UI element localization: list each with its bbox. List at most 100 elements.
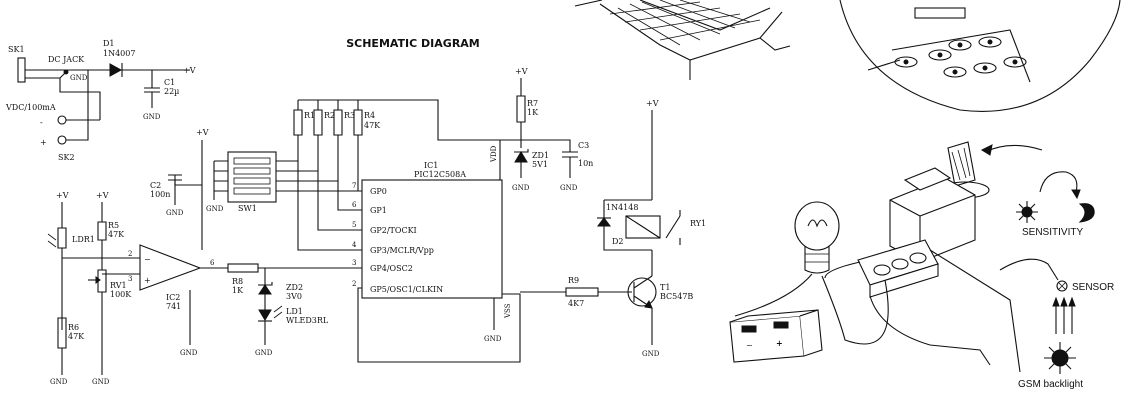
zd1-gnd: GND xyxy=(512,184,530,192)
light-arrows-icon xyxy=(1055,304,1073,334)
relay-coil-loop xyxy=(603,199,652,251)
r7-vplus: +V xyxy=(515,67,528,76)
r7-resistor xyxy=(516,78,526,148)
zd2-value: 3V0 xyxy=(286,292,302,301)
r5-vplus: +V xyxy=(96,191,109,200)
ic1-ref: IC1 xyxy=(424,161,438,170)
power-supply-section: SK1 DC JACK GND D1 1N4007 +V C1 22µ GND … xyxy=(5,39,196,162)
plus-label: + xyxy=(40,138,47,147)
t1-emitter-arrow xyxy=(644,299,653,309)
t1-value: BC547B xyxy=(660,292,693,301)
ic1-pinnum-7: 7 xyxy=(352,182,356,190)
d1-ref: D1 xyxy=(103,39,115,48)
t1-ref: T1 xyxy=(660,283,670,292)
c2-gnd: GND xyxy=(166,209,184,217)
dc-jack-label: DC JACK xyxy=(48,55,85,64)
pullup-resistors xyxy=(293,100,363,191)
mcu-section: GND SW1 R1 R2 R3 R4 47K IC1 PIC12C508A G… xyxy=(206,67,593,363)
rv1-value: 100K xyxy=(110,290,132,299)
ic2-minus: − xyxy=(144,255,151,264)
zd2-ref: ZD2 xyxy=(286,283,303,292)
sk1-label: SK1 xyxy=(8,45,25,54)
ic1-microcontroller xyxy=(361,179,503,299)
ic1-vdd: VDD xyxy=(490,145,498,163)
jack-switch xyxy=(25,71,67,79)
c3-ref: C3 xyxy=(578,141,589,150)
ic1-gp5-loop xyxy=(357,287,521,363)
rv1-wiper-arrow xyxy=(95,276,101,284)
sw1-line2 xyxy=(276,180,362,211)
bulb-drawing xyxy=(794,201,840,274)
r5-value: 47K xyxy=(108,230,125,239)
enclosure-drawing xyxy=(574,0,791,80)
battery-minus: − xyxy=(746,341,753,350)
rv1-gnd: GND xyxy=(92,378,110,386)
ld1-led xyxy=(258,309,272,321)
zd1-bar xyxy=(514,149,529,153)
r5-ref: R5 xyxy=(108,221,119,230)
sensor-icon xyxy=(1056,280,1068,292)
burst-icon xyxy=(1044,342,1076,374)
ic1-pin-gp5: GP5/OSC1/CLKIN xyxy=(370,285,443,294)
terminal-block-drawing xyxy=(857,239,939,298)
zd1-zener xyxy=(514,151,528,163)
c1-value: 22µ xyxy=(164,87,179,96)
board-pads xyxy=(894,36,1027,78)
opamp-vplus: +V xyxy=(196,128,209,137)
ic1-vss: VSS xyxy=(504,303,512,319)
sun-icon xyxy=(1016,201,1038,223)
r5-resistor xyxy=(97,202,107,270)
sw1-gnd: GND xyxy=(206,205,224,213)
r6-ref: R6 xyxy=(68,323,79,332)
sw1-gnd-bus xyxy=(213,160,228,200)
r3-label: R3 xyxy=(344,111,355,120)
r9-resistor xyxy=(565,287,599,297)
rail-v-label: +V xyxy=(183,66,196,75)
magnifier-drawing xyxy=(839,0,1121,112)
diagram-title: SCHEMATIC DIAGRAM xyxy=(346,37,480,50)
opamp-gnd: GND xyxy=(180,349,198,357)
sk1-jack xyxy=(17,57,26,83)
ic1-pin-gp0: GP0 xyxy=(370,187,387,196)
sensitivity-label: SENSITIVITY xyxy=(1022,227,1083,238)
r2-label: R2 xyxy=(324,111,335,120)
c3-capacitor xyxy=(562,151,578,178)
r8-ref: R8 xyxy=(232,277,243,286)
ic1-value: PIC12C508A xyxy=(414,170,466,179)
zd1-ref: ZD1 xyxy=(532,151,549,160)
rv1-potentiometer xyxy=(97,269,107,375)
c1-capacitor xyxy=(144,70,160,108)
r9-value: 4K7 xyxy=(568,299,584,308)
sw1-dip-switch xyxy=(227,151,277,203)
r4-value: 47K xyxy=(364,121,381,130)
r1-label: R1 xyxy=(304,111,315,120)
c2-ref: C2 xyxy=(150,181,161,190)
d2-diode xyxy=(597,217,611,227)
ic2-pin6: 6 xyxy=(210,259,215,267)
rv1-ref: RV1 xyxy=(110,281,127,290)
sensor-board-edge xyxy=(869,295,991,366)
c3-gnd: GND xyxy=(560,184,578,192)
d1-diode xyxy=(109,63,123,77)
d2-type: 1N4148 xyxy=(606,203,638,212)
r6-gnd: GND xyxy=(50,378,68,386)
t1-transistor xyxy=(627,277,657,307)
sw1-line3 xyxy=(276,170,362,231)
ldr1-light-arrows xyxy=(47,233,57,248)
ic1-pin-gp3: GP3/MCLR/Vpp xyxy=(370,246,434,255)
vdd-rail-wire xyxy=(500,139,571,152)
ic1-pinnum-3: 3 xyxy=(352,259,356,267)
gsm-backlight-label: GSM backlight xyxy=(1018,379,1083,390)
ldr1-resistor xyxy=(57,202,67,330)
c3-value: 10n xyxy=(578,159,593,168)
ic2-opamp xyxy=(139,244,202,291)
ic1-pin-gp2: GP2/TOCKI xyxy=(370,226,417,235)
ic1-pinnum-2: 2 xyxy=(352,280,356,288)
ic1-pinnum-6: 6 xyxy=(352,201,357,209)
d2-ref: D2 xyxy=(612,237,624,246)
illustration-section: − + SENSITIVITY SENSOR GSM backlight xyxy=(574,0,1121,390)
supply-label: VDC/100mA xyxy=(5,103,56,112)
ry1-contact xyxy=(665,210,681,245)
r7-ref: R7 xyxy=(527,99,538,108)
